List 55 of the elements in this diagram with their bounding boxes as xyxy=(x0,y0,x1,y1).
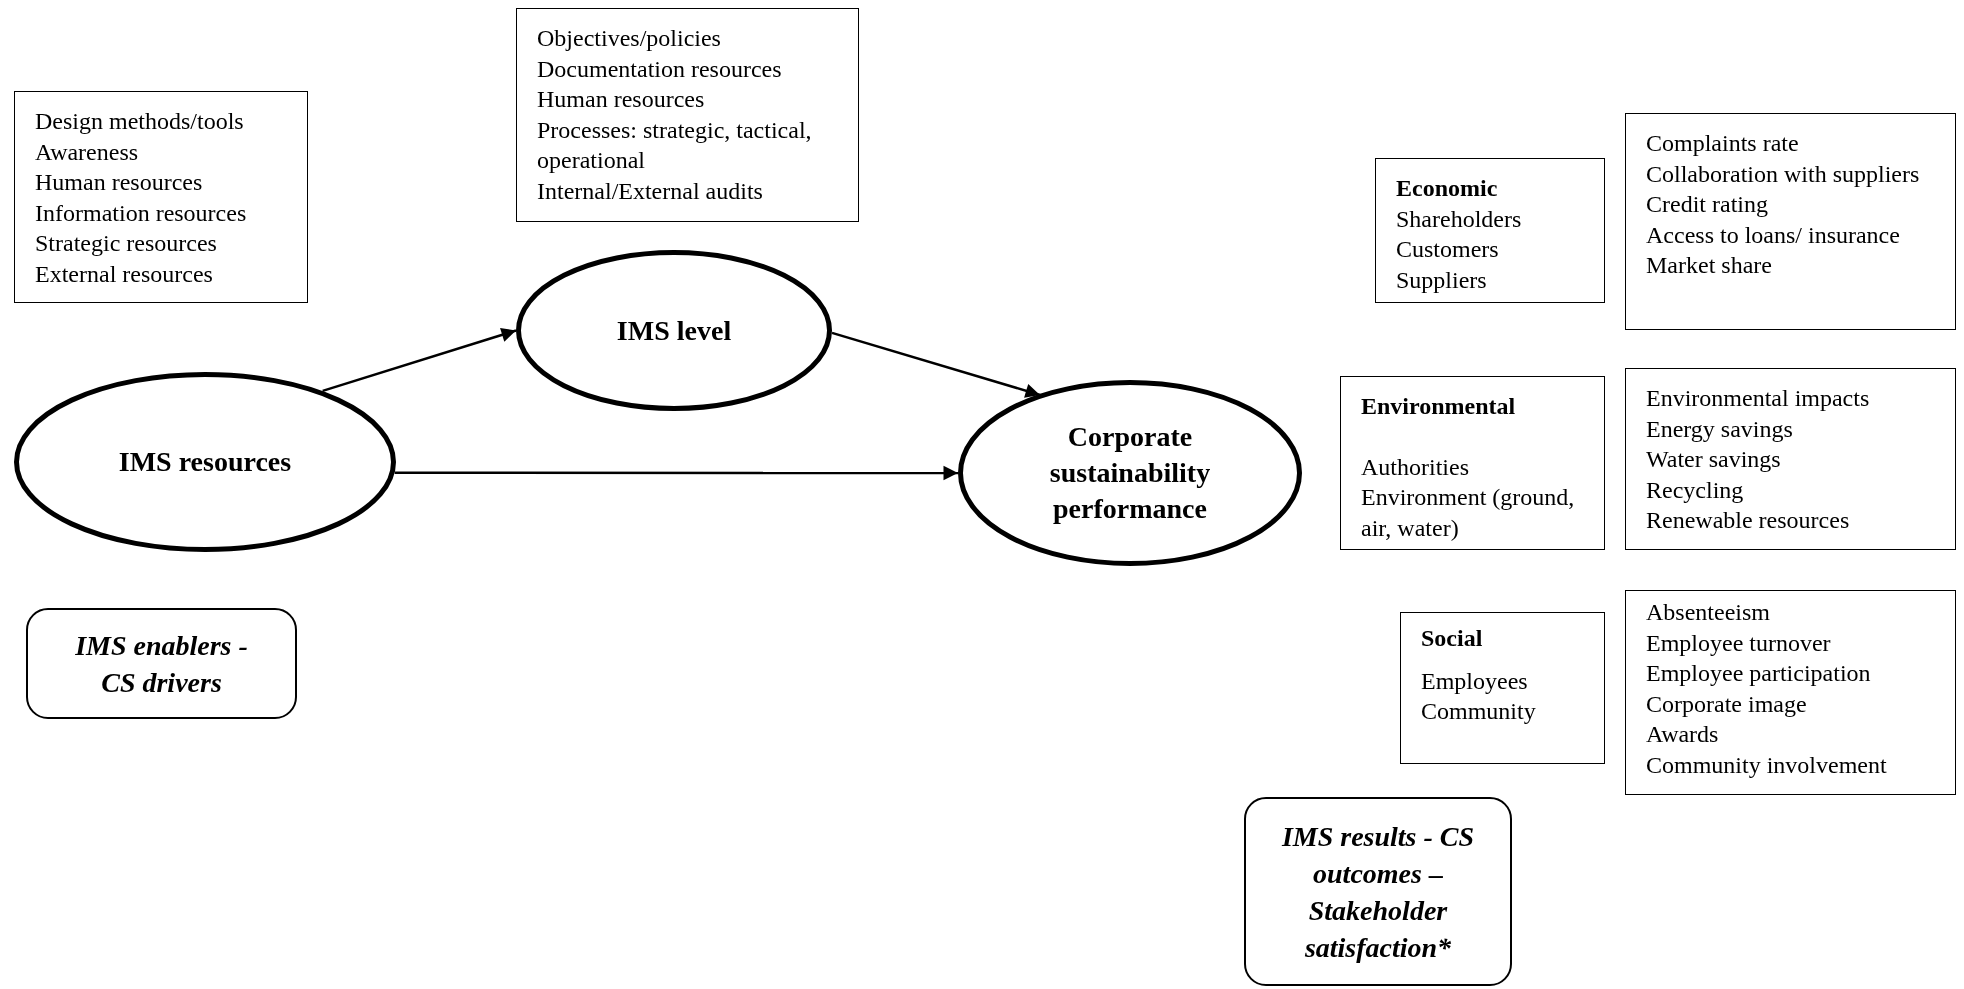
arrow xyxy=(322,328,517,393)
rounded-box xyxy=(1244,797,1512,986)
category-heading: Economic xyxy=(1396,174,1499,203)
list-box xyxy=(14,91,308,303)
node-label: Corporate sustainability performance xyxy=(1048,420,1212,526)
list-item: Community involvement xyxy=(1646,750,1888,780)
node-label: IMS resources xyxy=(118,445,292,479)
list-item: Objectives/policies xyxy=(537,24,722,53)
list-item: Awards xyxy=(1646,720,1720,749)
list-item: Environmental impacts xyxy=(1646,384,1871,413)
list-item: Market share xyxy=(1646,251,1773,280)
list-item: Credit rating xyxy=(1646,190,1769,219)
list-item: Awareness xyxy=(35,137,140,167)
list-item: Internal/External audits xyxy=(537,176,764,206)
list-item: Recycling xyxy=(1646,475,1745,505)
list-item: External resources xyxy=(35,259,214,289)
list-item: Shareholders xyxy=(1396,204,1523,234)
list-box xyxy=(1340,376,1605,550)
list-item: Employees xyxy=(1421,666,1529,696)
list-box xyxy=(1625,590,1956,795)
list-item: Design methods/tools xyxy=(35,107,245,136)
list-item: Employee participation xyxy=(1646,659,1872,688)
list-box xyxy=(1625,113,1956,330)
list-item: Environment (ground, air, water) xyxy=(1361,483,1576,543)
list-item: Processes: strategic, tactical, operational xyxy=(537,115,813,175)
list-item: Energy savings xyxy=(1646,414,1794,444)
list-item: Suppliers xyxy=(1396,265,1488,295)
rounded-box xyxy=(26,608,297,719)
list-item: Information resources xyxy=(35,198,248,228)
node-label: IMS enablers - CS drivers xyxy=(74,628,249,700)
arrow xyxy=(831,331,1041,398)
list-item: Employee turnover xyxy=(1646,628,1832,658)
list-item: Water savings xyxy=(1646,445,1782,474)
list-item: Community xyxy=(1421,697,1537,726)
list-item: Strategic resources xyxy=(35,229,218,258)
node-label: IMS results - CS outcomes – Stakeholder satisfaction* xyxy=(1280,819,1476,965)
list-box xyxy=(1625,368,1956,550)
list-item: Absenteeism xyxy=(1646,598,1771,627)
list-item: Human resources xyxy=(35,168,204,197)
list-item: Complaints rate xyxy=(1646,129,1800,158)
list-item: Renewable resources xyxy=(1646,506,1851,535)
list-item: Authorities xyxy=(1361,452,1470,482)
list-item: Customers xyxy=(1396,235,1500,264)
category-heading: Environmental xyxy=(1361,392,1517,421)
list-item: Access to loans/ insurance xyxy=(1646,220,1901,250)
arrow xyxy=(394,465,958,481)
list-item: Documentation resources xyxy=(537,54,783,84)
category-heading: Social xyxy=(1421,624,1484,653)
list-item: Collaboration with suppliers xyxy=(1646,159,1921,189)
list-box xyxy=(1375,158,1605,303)
list-item: Human resources xyxy=(537,85,706,114)
list-item: Corporate image xyxy=(1646,689,1808,719)
list-box xyxy=(516,8,859,222)
list-box xyxy=(1400,612,1605,764)
node-label: IMS level xyxy=(616,313,732,348)
